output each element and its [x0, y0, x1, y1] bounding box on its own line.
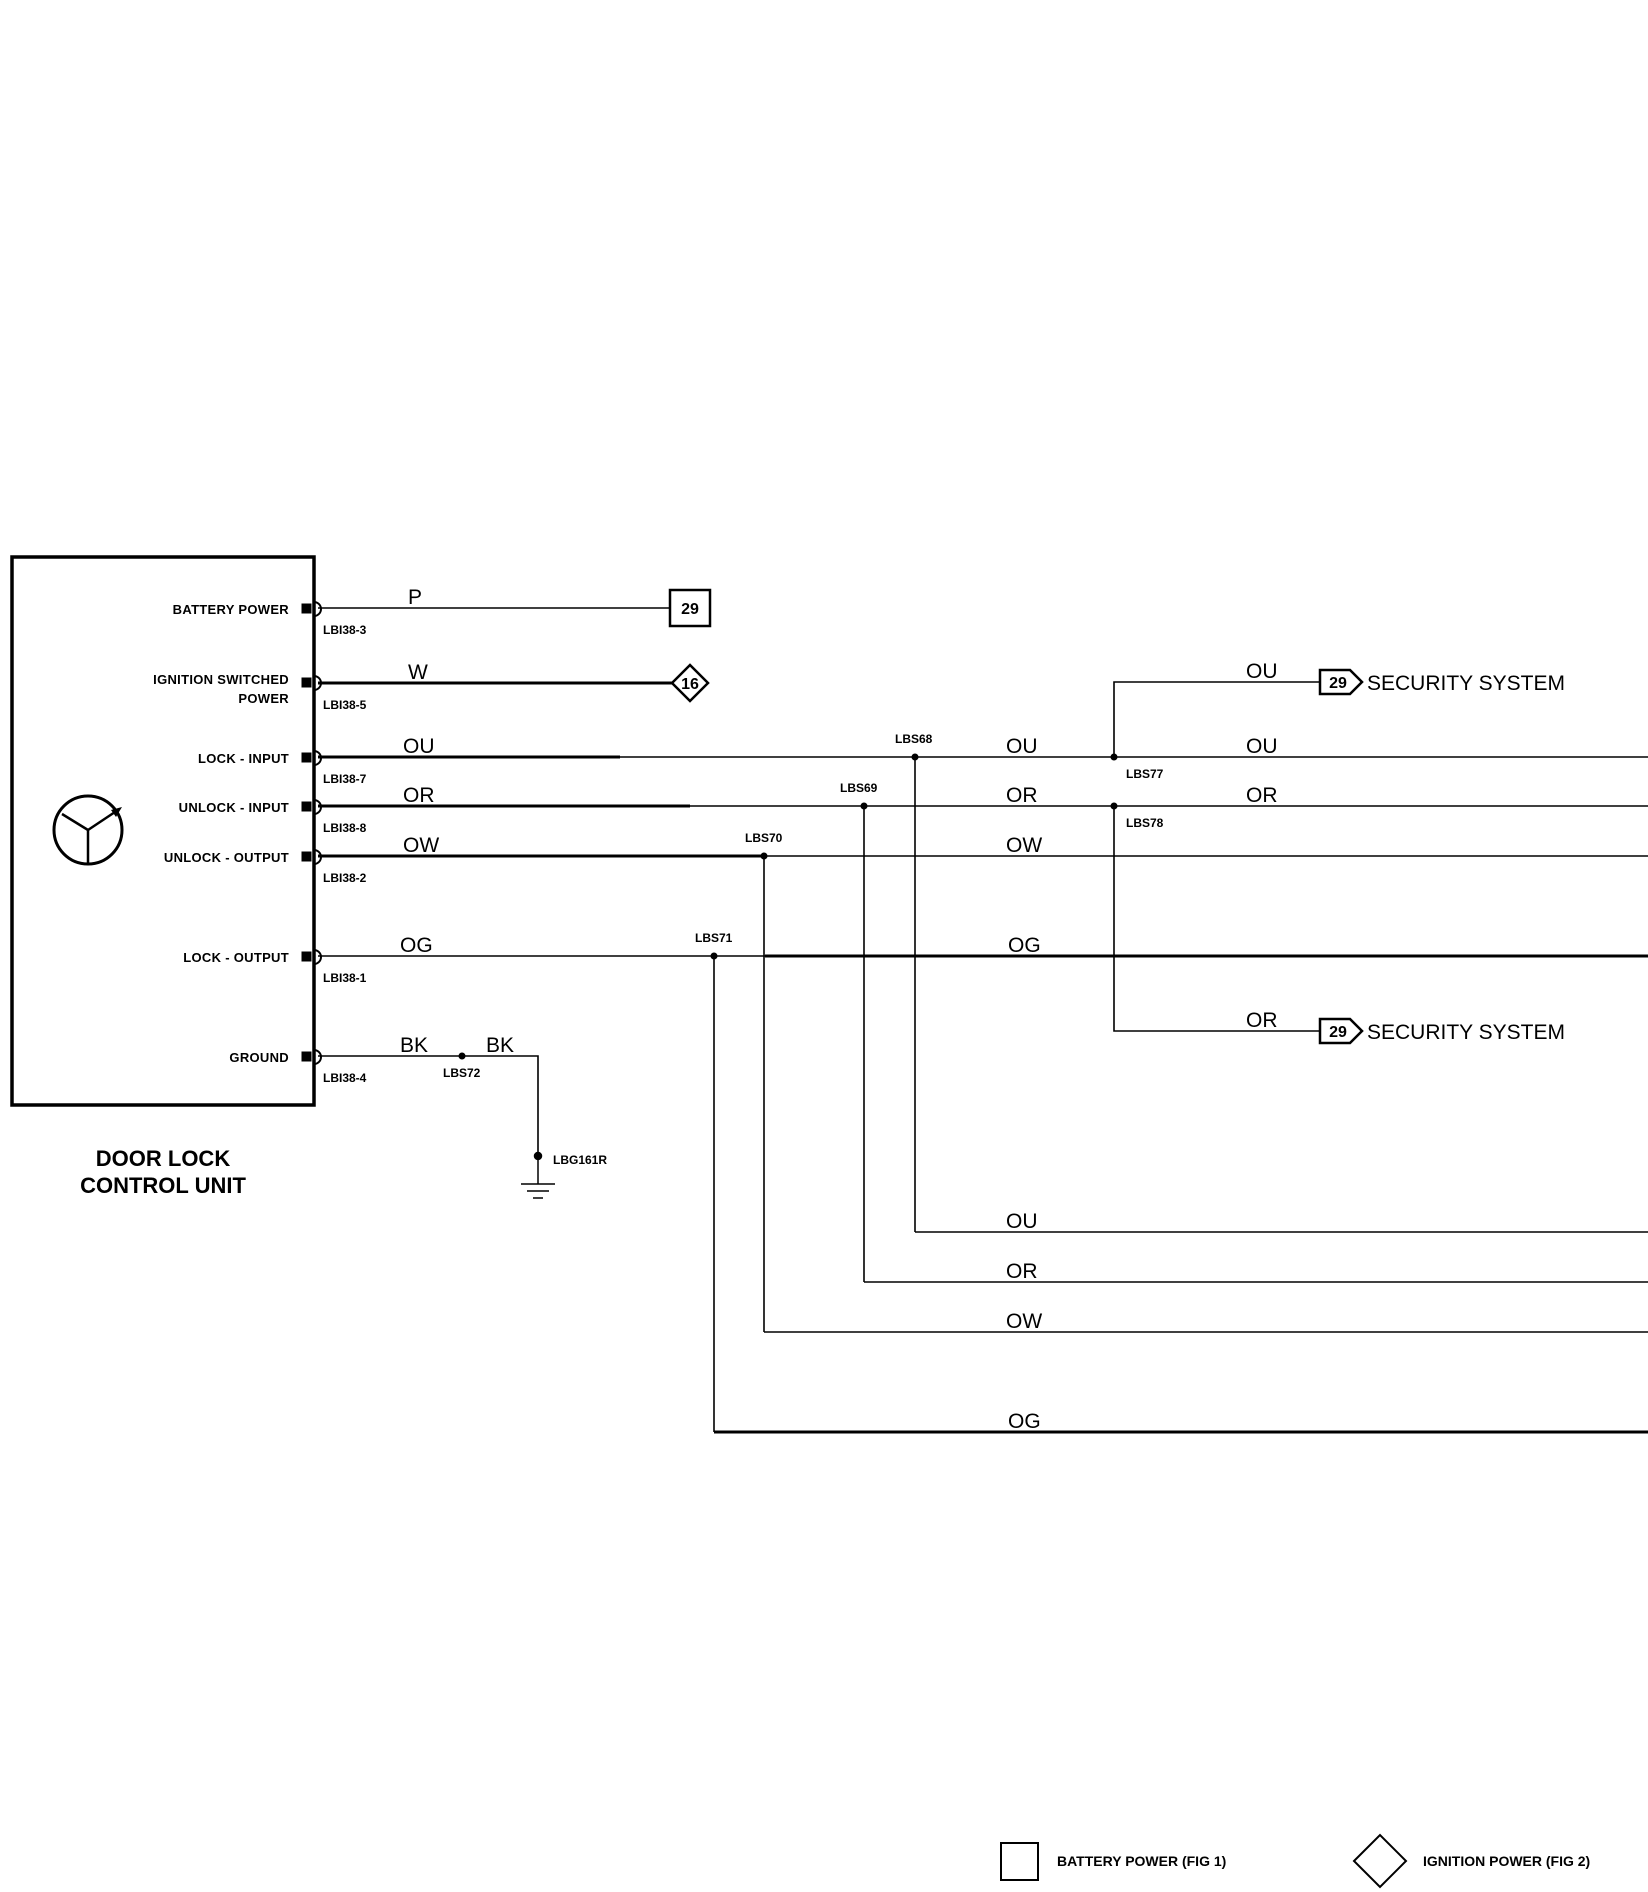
- ground-symbol-icon: [521, 1151, 555, 1199]
- wire-label-right-ow: OW: [1006, 834, 1042, 857]
- splice-dot-lbs72: [458, 1052, 466, 1060]
- legend-battery-square-icon: [1000, 1842, 1039, 1881]
- wire-label-ground: BK: [400, 1034, 428, 1057]
- security-ref-number-1: 29: [1329, 675, 1347, 692]
- splice-dot-lbs77: [1110, 753, 1118, 761]
- splice-dot-lbs71: [710, 952, 718, 960]
- security-wire-label-ou: OU: [1246, 660, 1278, 683]
- battery-ref-box: [668, 588, 712, 628]
- splice-label-lbs71: LBS71: [695, 931, 733, 945]
- door-lock-module-icon: [52, 794, 124, 866]
- splice-label-lbs78: LBS78: [1126, 816, 1164, 830]
- pin-label-unlock-output: UNLOCK - OUTPUT: [164, 850, 289, 865]
- security-ref-tag-2: [1318, 1017, 1364, 1045]
- connector-label-lock-input: LBI38-7: [323, 772, 367, 786]
- pin-label-lock-input: LOCK - INPUT: [198, 751, 289, 766]
- pin-label-ignition-2: POWER: [238, 691, 289, 706]
- control-unit-title-line2: CONTROL UNIT: [80, 1173, 246, 1198]
- splice-label-lbs70: LBS70: [745, 831, 783, 845]
- pin-label-ignition-1: IGNITION SWITCHED: [153, 672, 289, 687]
- wire-label-bottom-ou: OU: [1006, 1210, 1038, 1233]
- legend-ignition-diamond-icon: [1352, 1833, 1408, 1889]
- ignition-ref-diamond: [670, 663, 710, 703]
- wire-label-lock-output: OG: [400, 934, 433, 957]
- connector-label-lock-output: LBI38-1: [323, 971, 367, 985]
- security-dest-label-1: SECURITY SYSTEM: [1367, 672, 1565, 695]
- control-unit-title-line1: DOOR LOCK: [96, 1146, 231, 1171]
- wire-label-right-or: OR: [1006, 784, 1038, 807]
- wire-label-battery: P: [408, 586, 422, 609]
- pin-label-battery: BATTERY POWER: [173, 602, 290, 617]
- connector-label-ignition: LBI38-5: [323, 698, 367, 712]
- wire-label-ground-2: BK: [486, 1034, 514, 1057]
- pin-label-ground: GROUND: [229, 1050, 289, 1065]
- ignition-ref-number: 16: [681, 676, 699, 693]
- wire-label-unlock-input: OR: [403, 784, 435, 807]
- ground-point-label: LBG161R: [553, 1153, 607, 1167]
- wire-label-right-ou: OU: [1006, 735, 1038, 758]
- security-dest-label-2: SECURITY SYSTEM: [1367, 1021, 1565, 1044]
- connector-label-battery: LBI38-3: [323, 623, 367, 637]
- connector-label-unlock-output: LBI38-2: [323, 871, 367, 885]
- splice-dot-lbs78: [1110, 802, 1118, 810]
- pin-label-unlock-input: UNLOCK - INPUT: [179, 800, 289, 815]
- control-unit-box: [10, 555, 316, 1107]
- wire-label-far-or: OR: [1246, 784, 1278, 807]
- wire-ground: [318, 1055, 539, 1156]
- wire-label-unlock-output: OW: [403, 834, 439, 857]
- splice-dot-lbs69: [860, 802, 868, 810]
- splice-label-lbs69: LBS69: [840, 781, 878, 795]
- wire-security-ou: [1113, 681, 1320, 757]
- pin-terminals: [301, 601, 322, 1065]
- legend-battery-label: BATTERY POWER (FIG 1): [1057, 1853, 1226, 1869]
- splice-label-lbs77: LBS77: [1126, 767, 1164, 781]
- wire-label-right-og: OG: [1008, 934, 1041, 957]
- security-ref-number-2: 29: [1329, 1024, 1347, 1041]
- connector-label-ground: LBI38-4: [323, 1071, 367, 1085]
- connector-label-unlock-input: LBI38-8: [323, 821, 367, 835]
- splice-label-lbs72: LBS72: [443, 1066, 481, 1080]
- splice-label-lbs68: LBS68: [895, 732, 933, 746]
- wire-security-or: [1113, 806, 1320, 1032]
- splice-dot-lbs70: [760, 852, 768, 860]
- security-ref-tag-1: [1318, 668, 1364, 696]
- security-wire-label-or: OR: [1246, 1009, 1278, 1032]
- wire-label-lock-input: OU: [403, 735, 435, 758]
- legend-ignition-label: IGNITION POWER (FIG 2): [1423, 1853, 1590, 1869]
- splice-dot-lbs68: [911, 753, 919, 761]
- wire-label-bottom-og: OG: [1008, 1410, 1041, 1433]
- battery-ref-number: 29: [681, 601, 699, 618]
- wire-label-bottom-or: OR: [1006, 1260, 1038, 1283]
- wire-label-far-ou: OU: [1246, 735, 1278, 758]
- wire-label-ignition: W: [408, 661, 428, 684]
- wire-label-bottom-ow: OW: [1006, 1310, 1042, 1333]
- pin-label-lock-output: LOCK - OUTPUT: [183, 950, 289, 965]
